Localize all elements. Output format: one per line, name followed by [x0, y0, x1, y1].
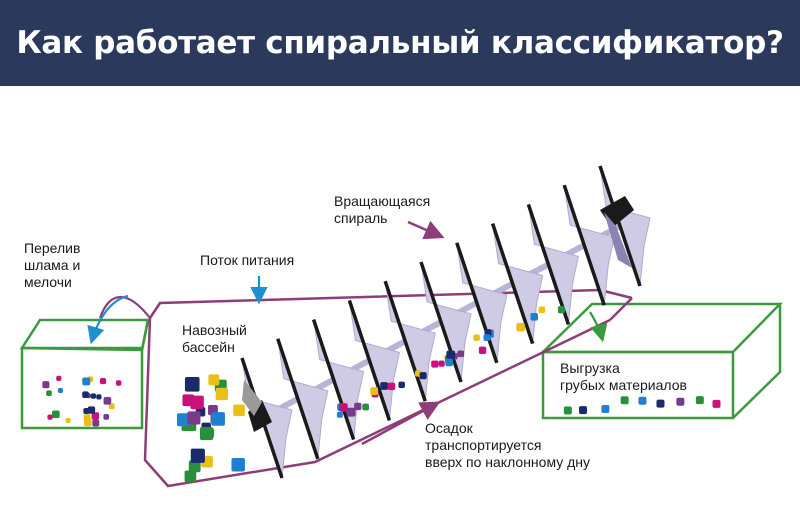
particle — [208, 374, 220, 386]
particle — [57, 387, 63, 394]
particle — [446, 350, 456, 360]
spiral-arrow — [407, 220, 445, 240]
particle — [103, 396, 112, 405]
feed-flow-label: Поток питания — [200, 252, 295, 268]
particle — [190, 448, 205, 463]
spiral-blade-edge — [562, 184, 606, 306]
spiral-blade-edge — [419, 261, 463, 383]
particle — [47, 414, 53, 420]
particle — [419, 372, 427, 380]
particle — [695, 396, 704, 405]
title-banner — [0, 0, 800, 86]
particle — [638, 396, 647, 405]
particle — [483, 334, 491, 342]
pool-label: Навозный бассейн — [182, 322, 247, 355]
particle — [557, 306, 566, 314]
particle — [215, 387, 229, 401]
particle — [231, 458, 245, 472]
spiral-blade-edge — [311, 319, 356, 441]
particle — [82, 377, 91, 386]
spiral-blade-edge — [455, 242, 499, 364]
particle — [676, 397, 685, 406]
shaft-bottom-shade — [242, 380, 262, 416]
particle — [516, 322, 525, 332]
particle — [92, 419, 100, 427]
spiral-blade-edge — [526, 203, 571, 325]
particle — [457, 350, 465, 358]
particle — [103, 414, 110, 420]
particle — [84, 418, 92, 427]
particle — [362, 403, 370, 411]
particle — [445, 358, 453, 367]
particle — [431, 360, 439, 368]
page-title: Как работает спиральный классификатор? — [16, 25, 784, 61]
particle — [96, 394, 102, 400]
particle — [211, 412, 225, 426]
discharge-bin — [539, 302, 783, 420]
discharge-label: Выгрузка грубых материалов — [560, 360, 687, 393]
particle — [473, 334, 480, 341]
spiral-blade-edge — [383, 280, 427, 402]
particle — [115, 380, 122, 386]
particle — [233, 404, 245, 417]
particle — [538, 306, 546, 314]
sediment-arrow — [361, 401, 441, 446]
particle — [108, 403, 115, 410]
discharge-arrow — [589, 311, 608, 343]
particle — [478, 346, 487, 354]
particle — [438, 360, 445, 367]
spiral-blade-edge — [490, 223, 535, 345]
overflow-label: Перелив шлама и мелочи — [24, 240, 81, 290]
particle — [87, 406, 96, 414]
particle — [56, 375, 62, 381]
particle — [346, 407, 356, 417]
particle — [91, 412, 100, 420]
particle — [46, 390, 52, 397]
particle — [42, 381, 50, 389]
particle — [52, 410, 60, 419]
particle — [712, 399, 721, 408]
particle — [199, 427, 214, 441]
particle — [90, 393, 97, 399]
spiral-blade-edge — [347, 299, 392, 421]
particle — [188, 460, 201, 473]
overflow-arrow — [87, 294, 129, 345]
spiral-classifier-diagram — [19, 165, 783, 488]
particle — [190, 395, 204, 410]
particle — [354, 402, 362, 411]
sediment-label: Осадок транспортируется вверх по наклонн… — [425, 420, 591, 470]
particle — [336, 411, 343, 418]
spiral-blade-edge — [276, 338, 320, 460]
particle — [601, 405, 610, 414]
particle — [65, 417, 71, 424]
particle — [579, 406, 588, 415]
particle — [370, 387, 379, 395]
particle — [380, 382, 389, 390]
particles — [42, 306, 721, 483]
particle — [387, 382, 396, 391]
spiral-blade-edge — [598, 165, 642, 287]
particle — [187, 411, 201, 425]
drive-head-base — [604, 212, 632, 268]
particle — [82, 391, 89, 398]
particle — [99, 377, 107, 385]
particle — [563, 406, 572, 415]
spiral-blades — [240, 165, 651, 479]
particle — [398, 381, 405, 389]
rotating-spiral-label: Вращающаяся спираль — [334, 193, 431, 226]
classifier-tank — [98, 288, 633, 488]
particle — [339, 403, 348, 412]
particle — [530, 313, 538, 321]
overflow-bin — [19, 318, 150, 430]
particle — [176, 413, 191, 427]
particle — [620, 396, 629, 405]
particle — [184, 377, 200, 392]
particle — [656, 399, 665, 408]
particle — [184, 470, 197, 483]
